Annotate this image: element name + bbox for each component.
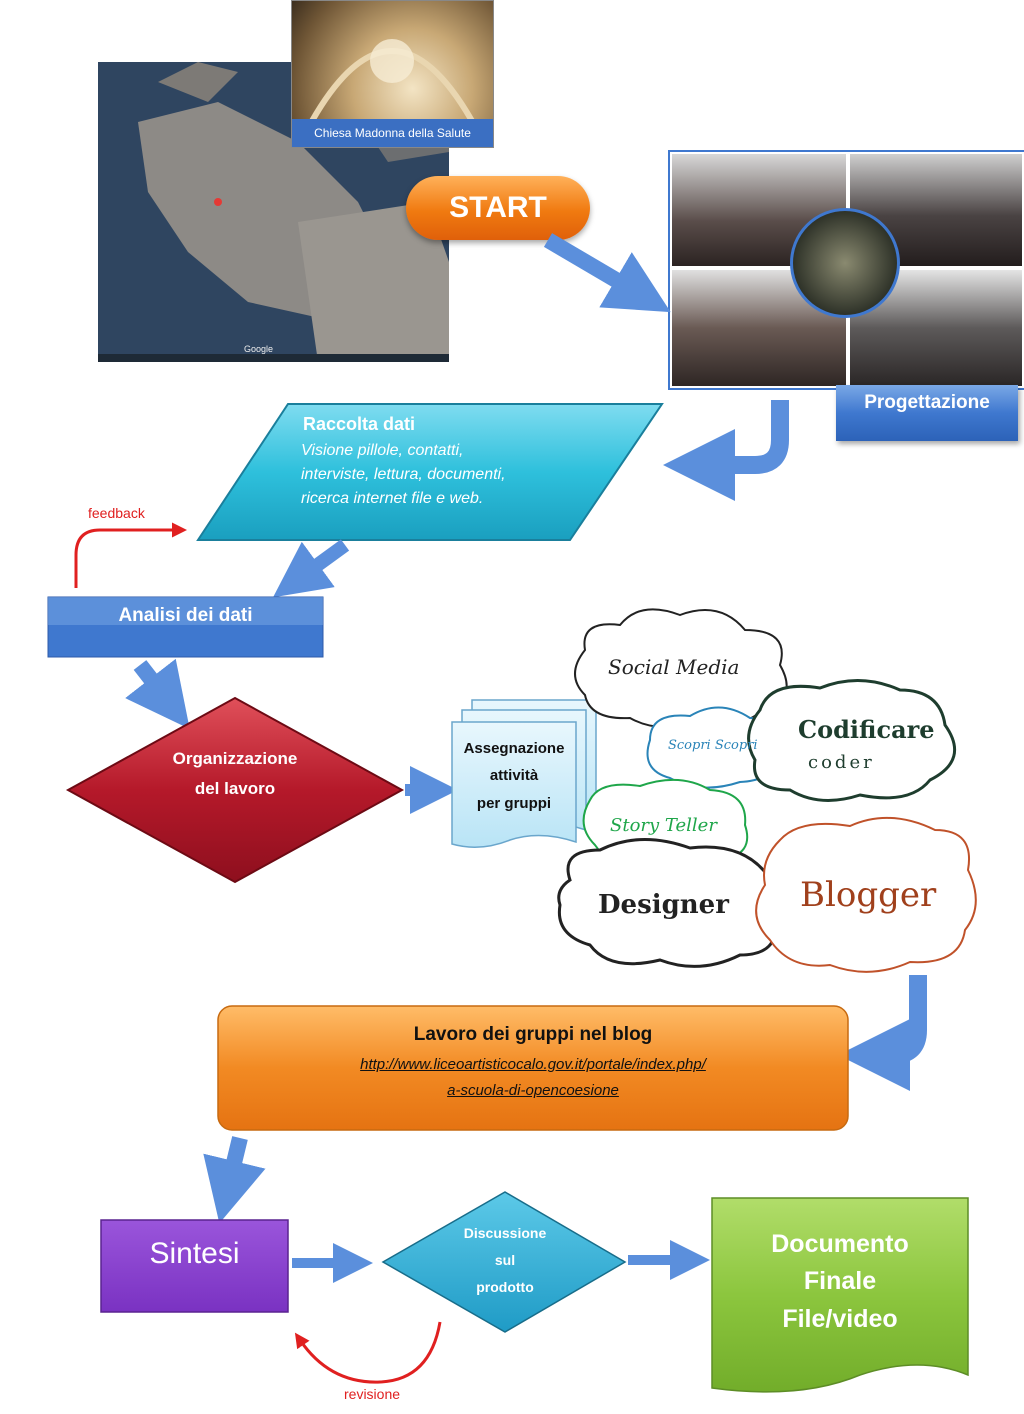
cloud-social-media [574,608,788,729]
start-label: START [449,191,547,224]
raccolta-line-2: interviste, lettura, documenti, [301,466,506,483]
discussione-diamond [381,1191,627,1333]
map-pin-icon [214,198,222,206]
organizzazione-line-1: Organizzazione [172,749,298,768]
cloud-codificare [747,679,956,802]
arrow-raccolta-to-analisi [273,539,350,598]
cloud-blogger-text: Blogger [800,875,937,915]
classroom-photo-center [790,208,900,318]
arrow-analisi-to-organizzazione [125,658,190,729]
analisi-box [47,596,324,658]
map-google-label: Google [244,344,274,354]
analisi-label: Analisi dei dati [118,605,253,626]
sintesi-box [100,1219,289,1313]
documento-line-2: Finale [803,1267,877,1295]
assegnazione-line-2: attività [489,767,539,784]
sintesi-label: Sintesi [149,1237,240,1270]
assegnazione-document-stack [451,699,597,848]
discussione-line-3: prodotto [476,1279,534,1295]
raccolta-parallelogram [196,403,664,541]
feedback-label: feedback [88,505,145,521]
cloud-designer [557,838,785,968]
arrow-start-to-progettazione [543,233,671,313]
blog-url-line-1[interactable]: http://www.liceoartisticocalo.gov.it/por… [360,1056,706,1073]
assegnazione-line-1: Assegnazione [463,740,565,757]
discussione-line-1: Discussione [463,1225,547,1241]
blog-box [217,1005,849,1131]
church-dome-graphic [309,39,475,123]
documento-shape [711,1197,969,1393]
organizzazione-line-2: del lavoro [194,779,276,798]
progettazione-box: Progettazione [836,385,1018,441]
cloud-story-teller-text: Story Teller [610,815,717,836]
clouds-graphic [557,608,977,973]
cloud-codificare-text: Codificare [798,715,935,744]
cloud-scopri-text: Scopri Scopri [668,738,758,753]
discussione-line-2: sul [494,1252,516,1268]
raccolta-line-3: ricerca internet file e web. [301,490,484,507]
classroom-photo-collage [668,150,1024,390]
start-button: START [406,176,590,240]
church-caption: Chiesa Madonna della Salute [314,126,471,140]
church-caption-bar: Chiesa Madonna della Salute [292,119,493,147]
cloud-blogger [755,817,977,973]
blog-url-line-2[interactable]: a-scuola-di-opencoesione [447,1082,619,1099]
cloud-designer-text: Designer [598,890,729,920]
documento-line-3: File/video [782,1305,898,1333]
cloud-social-media-text: Social Media [608,655,740,679]
assegnazione-line-3: per gruppi [476,795,552,812]
raccolta-line-1: Visione pillole, contatti, [301,442,464,459]
documento-line-1: Documento [771,1230,909,1258]
arrow-progettazione-to-raccolta [663,400,789,501]
revisione-arrow [294,1321,442,1384]
church-photo: Chiesa Madonna della Salute [291,0,494,148]
cloud-coder-text: coder [808,752,875,773]
cloud-story-teller [582,778,749,870]
blog-title: Lavoro dei gruppi nel blog [413,1024,653,1045]
arrow-clouds-to-blog [838,975,927,1091]
raccolta-title: Raccolta dati [303,414,416,434]
feedback-arrow [74,522,187,588]
progettazione-label: Progettazione [864,392,990,413]
cloud-scopri [646,706,776,789]
arrow-blog-to-sintesi [203,1136,266,1224]
revisione-label: revisione [344,1386,401,1402]
organizzazione-diamond [65,696,405,884]
